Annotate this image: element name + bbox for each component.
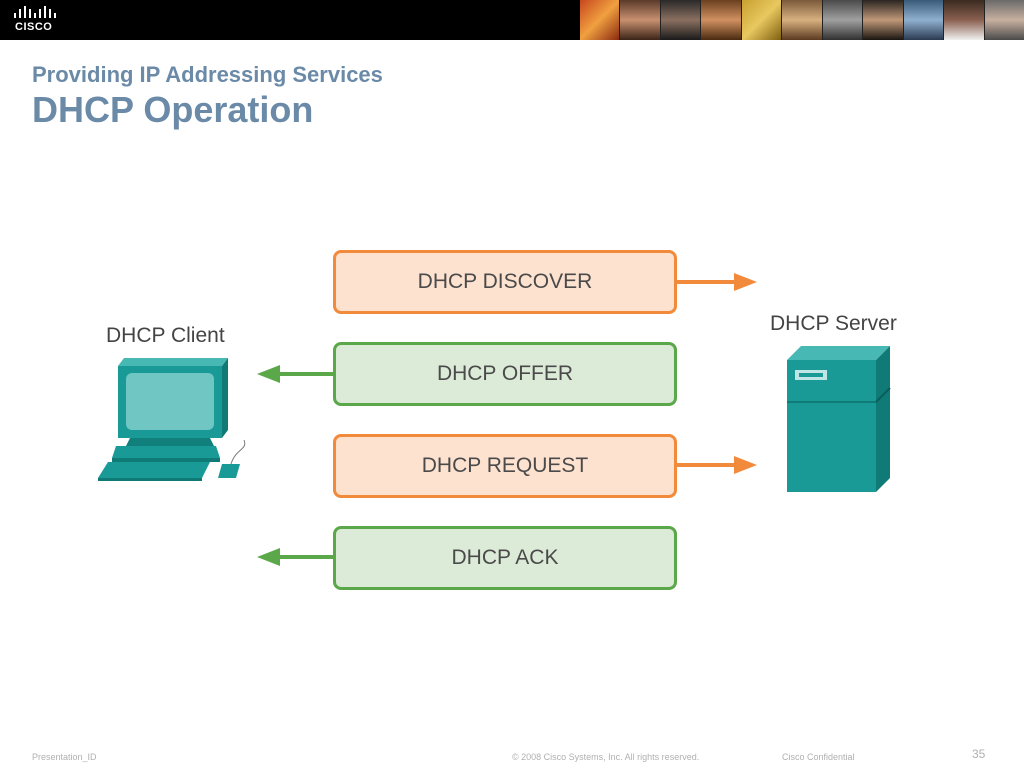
message-dhcp-ack: DHCP ACK [333,526,677,590]
header-photo [862,0,903,40]
header-photo [821,0,863,40]
page-number: 35 [972,747,986,761]
header-photo [619,0,660,40]
slide-subtitle: Providing IP Addressing Services [32,62,383,87]
header-photo [943,0,984,40]
header-bar: CISCO [0,0,1024,40]
server-icon [787,346,891,492]
presentation-id: Presentation_ID [32,752,97,762]
header-photo [659,0,701,40]
arrow-ack [257,548,333,566]
message-dhcp-offer: DHCP OFFER [333,342,677,406]
message-label: DHCP ACK [451,546,559,569]
arrow-discover [677,273,757,291]
copyright-text: © 2008 Cisco Systems, Inc. All rights re… [512,752,700,762]
header-photo [580,0,620,40]
header-photo [781,0,822,40]
header-photo [983,0,1024,40]
cisco-bars-icon [14,6,56,18]
confidential-text: Cisco Confidential [782,752,855,762]
cisco-logo: CISCO [14,6,62,34]
cisco-logo-text: CISCO [15,21,53,33]
message-dhcp-discover: DHCP DISCOVER [333,250,677,314]
header-photo [700,0,741,40]
client-label: DHCP Client [106,324,225,347]
arrow-request [677,456,757,474]
message-label: DHCP OFFER [436,362,574,385]
computer-icon [98,358,246,481]
slide-title: DHCP Operation [32,89,314,130]
photo-strip [580,0,1024,40]
header-photo [902,0,944,40]
message-dhcp-request: DHCP REQUEST [333,434,677,498]
message-label: DHCP DISCOVER [417,270,593,293]
header-photo [740,0,782,40]
server-label: DHCP Server [770,312,897,335]
arrow-offer [257,365,333,383]
message-label: DHCP REQUEST [421,454,589,477]
